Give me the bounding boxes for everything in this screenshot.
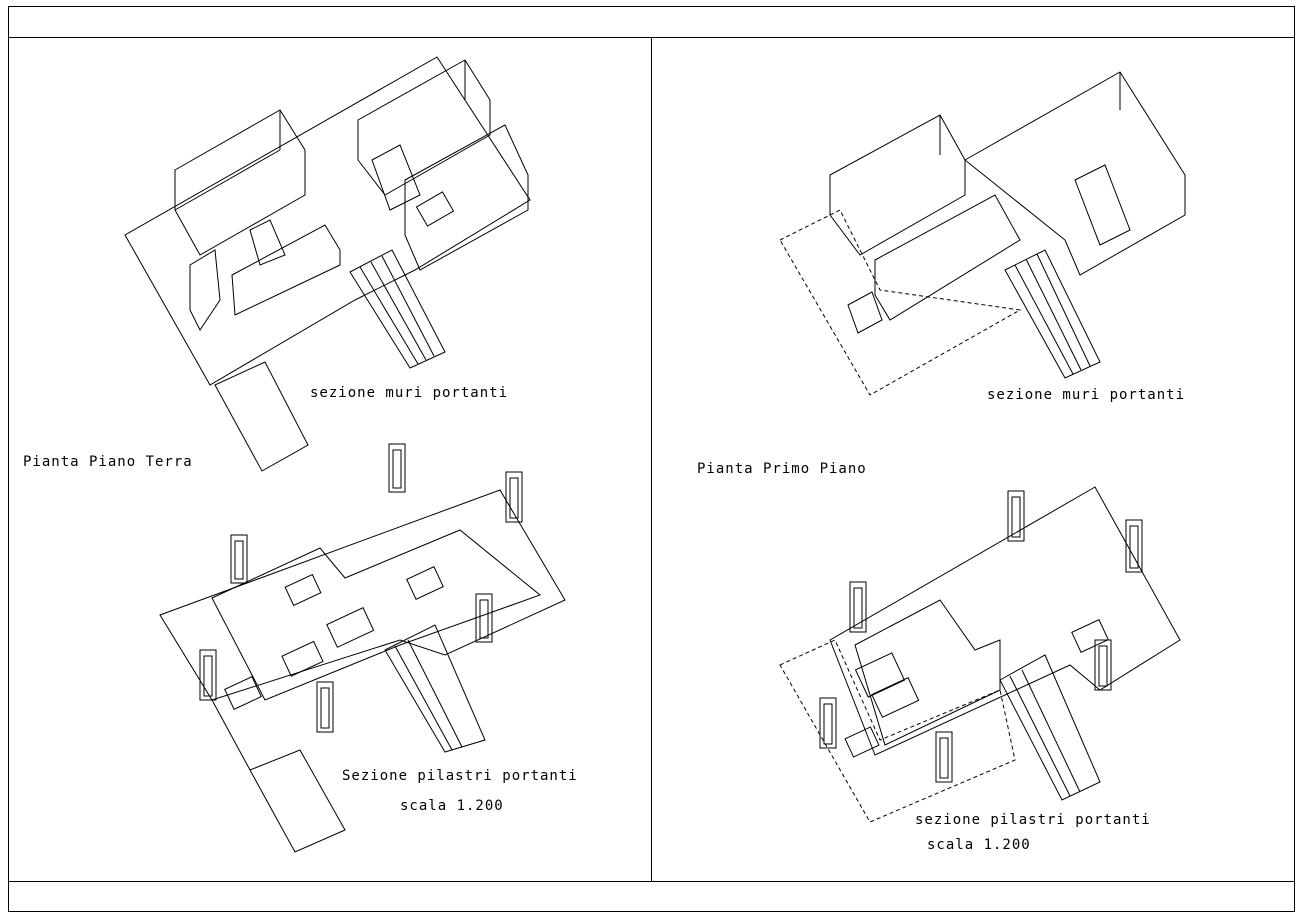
pillar (388, 443, 406, 493)
pillar (475, 593, 493, 643)
stairs (349, 191, 455, 369)
pillar (505, 471, 523, 523)
pillar (199, 649, 217, 701)
ground-floor-walls-plan (124, 56, 531, 472)
pillar (1094, 639, 1112, 691)
stairs (1004, 249, 1101, 379)
pillar (849, 581, 867, 633)
right-plan-title: Pianta Primo Piano (697, 461, 867, 477)
right-scale: scala 1.200 (927, 837, 1031, 853)
left-pillars-caption: Sezione pilastri portanti (342, 768, 578, 784)
pillar (935, 731, 953, 783)
left-walls-caption: sezione muri portanti (310, 385, 509, 401)
right-pillars-caption: sezione pilastri portanti (915, 812, 1151, 828)
pillar (1007, 490, 1025, 542)
pillar (819, 697, 837, 749)
left-scale: scala 1.200 (400, 798, 504, 814)
right-walls-caption: sezione muri portanti (987, 387, 1186, 403)
sheet-frame (8, 6, 1295, 912)
ground-floor-pillars-plan (159, 443, 566, 853)
left-plan-title: Pianta Piano Terra (23, 454, 193, 470)
first-floor-pillars-plan (779, 486, 1181, 823)
first-floor-walls-plan (779, 71, 1186, 396)
pillar (316, 681, 334, 733)
pillar (230, 534, 248, 584)
pillar (1125, 519, 1143, 573)
